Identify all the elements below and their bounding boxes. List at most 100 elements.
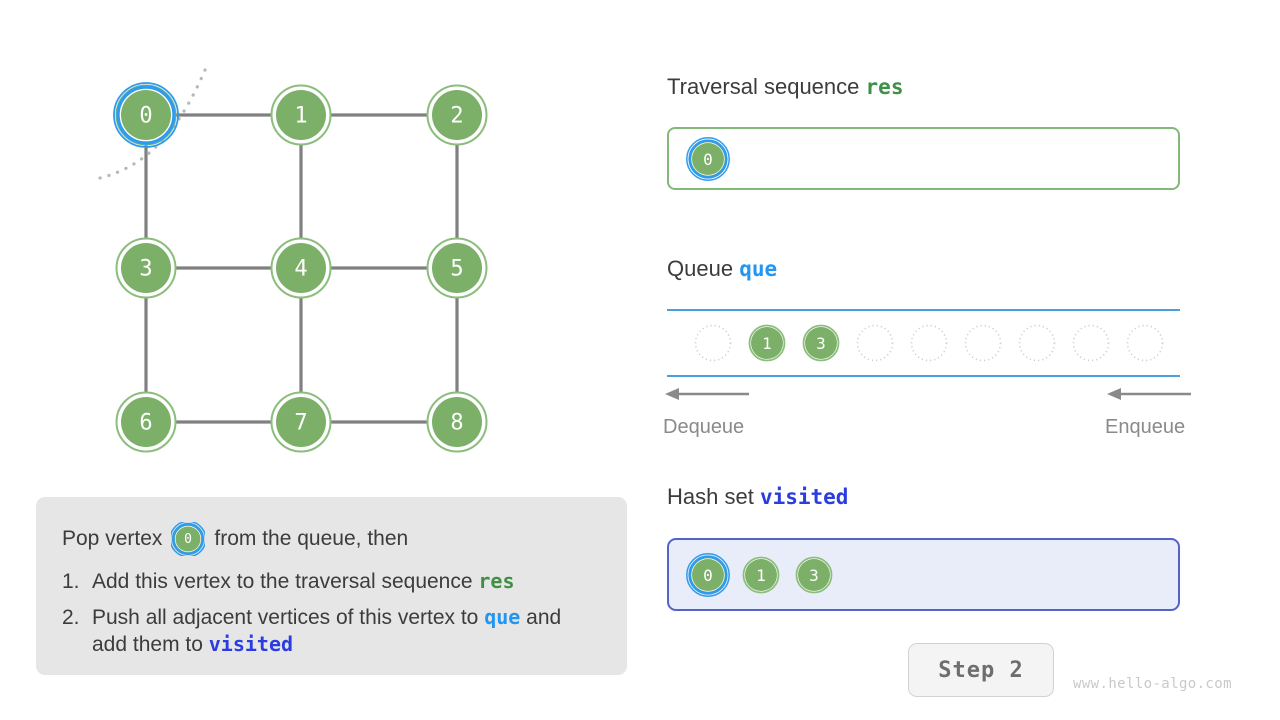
vertex-label: 5 [450, 257, 463, 282]
caption-lead-line: Pop vertex 0 from the queue, then [62, 519, 601, 559]
vertex-highlight-ring [116, 85, 176, 145]
token-label: 0 [184, 532, 192, 547]
vertex-highlight-outer-ring [113, 82, 179, 148]
queue-slot-filled: 3 [798, 320, 844, 366]
empty-slot-outline [1018, 324, 1056, 362]
vertex-token: 0 [171, 522, 206, 556]
graph-canvas: 0 1 2 3 4 5 6 7 8 [98, 68, 488, 453]
token-body [692, 142, 724, 175]
hash-section-title: Hash set visited [667, 484, 848, 510]
vertex-body [432, 243, 482, 293]
caption-step-number: 1. [62, 570, 80, 593]
vertex-body [276, 243, 326, 293]
graph-vertex-6[interactable]: 6 [115, 391, 177, 453]
queue-arrow-row [660, 384, 1200, 406]
caption-step-list: 1. Add this vertex to the traversal seque… [62, 568, 601, 658]
vertex-body [121, 243, 171, 293]
token-label: 1 [762, 334, 772, 353]
vertex-body [121, 397, 171, 447]
caption-code-token: res [478, 569, 515, 593]
vertex-token: 3 [795, 556, 833, 593]
vertex-label: 1 [294, 104, 307, 129]
hash-title-text: Hash set [667, 484, 754, 509]
graph-vertex-4[interactable]: 4 [270, 237, 332, 299]
dequeue-arrow-icon [665, 388, 749, 400]
caption-box: Pop vertex 0 from the queue, then 1. Add … [36, 497, 627, 675]
empty-slot-icon [1018, 324, 1056, 362]
token-highlight-outer-ring [686, 136, 730, 181]
hash-set-item: 1 [738, 552, 784, 598]
dotted-cut-curve [98, 68, 207, 180]
hash-title-code: visited [759, 485, 849, 509]
queue-section-title: Queue que [667, 256, 777, 282]
graph-vertex-3[interactable]: 3 [115, 237, 177, 299]
queue-slot-empty [1122, 320, 1168, 366]
vertex-token: 0 [686, 136, 730, 181]
queue-slot-empty [1068, 320, 1114, 366]
vertex-label: 0 [139, 104, 152, 129]
res-title-text: Traversal sequence [667, 74, 860, 99]
caption-vertex-badge: 0 [171, 522, 206, 556]
queue-title-code: que [739, 257, 778, 281]
vertex-body [121, 90, 171, 140]
vertex-label: 4 [294, 257, 307, 282]
caption-lead-after: from the queue, then [214, 527, 409, 550]
empty-slot-icon [964, 324, 1002, 362]
graph-node-layer: 0 1 2 3 4 5 6 7 8 [113, 82, 488, 453]
queue-slot-empty [690, 320, 736, 366]
caption-step-text: Push all adjacent vertices of this verte… [92, 605, 562, 656]
empty-slot-icon [910, 324, 948, 362]
empty-slot-outline [910, 324, 948, 362]
graph-vertex-7[interactable]: 7 [270, 391, 332, 453]
empty-slot-icon [856, 324, 894, 362]
empty-slot-outline [964, 324, 1002, 362]
step-badge: Step 2 [908, 643, 1054, 697]
graph-vertex-0[interactable]: 0 [113, 82, 179, 148]
vertex-label: 7 [294, 411, 307, 436]
vertex-body [276, 397, 326, 447]
caption-lead-before: Pop vertex [62, 527, 163, 550]
token-body [798, 558, 830, 591]
token-body [692, 558, 724, 591]
enqueue-label: Enqueue [1105, 416, 1186, 438]
token-label: 0 [703, 150, 713, 169]
empty-slot-outline [694, 324, 732, 362]
caption-code-token: visited [208, 632, 294, 656]
queue-slot-empty [906, 320, 952, 366]
token-highlight-outer-ring [686, 552, 730, 597]
graph-panel: 0 1 2 3 4 5 6 7 8 [0, 0, 620, 480]
queue-slot-empty [852, 320, 898, 366]
graph-vertex-5[interactable]: 5 [426, 237, 488, 299]
empty-slot-outline [856, 324, 894, 362]
token-body [745, 558, 777, 591]
vertex-token: 1 [742, 556, 780, 593]
caption-step-text: Add this vertex to the traversal sequenc… [92, 569, 515, 593]
res-item: 0 [685, 136, 731, 182]
caption-step-number: 2. [62, 606, 80, 629]
hash-set-item: 0 [685, 552, 731, 598]
token-highlight-ring [172, 522, 205, 556]
queue-slot-filled: 1 [744, 320, 790, 366]
enqueue-arrow-icon [1107, 388, 1191, 400]
vertex-token: 1 [748, 324, 786, 362]
graph-vertex-1[interactable]: 1 [270, 84, 332, 146]
empty-slot-icon [1126, 324, 1164, 362]
vertex-label: 8 [450, 411, 463, 436]
vertex-label: 3 [139, 257, 152, 282]
res-container: 0 [667, 127, 1180, 190]
vertex-token: 0 [686, 552, 730, 597]
empty-slot-icon [1072, 324, 1110, 362]
vertex-body [432, 90, 482, 140]
vertex-label: 6 [139, 411, 152, 436]
empty-slot-outline [1126, 324, 1164, 362]
queue-title-text: Queue [667, 256, 734, 281]
hash-set-container: 0 1 3 [667, 538, 1180, 611]
token-label: 1 [756, 566, 766, 585]
token-highlight-ring [688, 138, 728, 179]
hash-set-item: 3 [791, 552, 837, 598]
graph-vertex-2[interactable]: 2 [426, 84, 488, 146]
token-highlight-ring [688, 554, 728, 595]
graph-vertex-8[interactable]: 8 [426, 391, 488, 453]
